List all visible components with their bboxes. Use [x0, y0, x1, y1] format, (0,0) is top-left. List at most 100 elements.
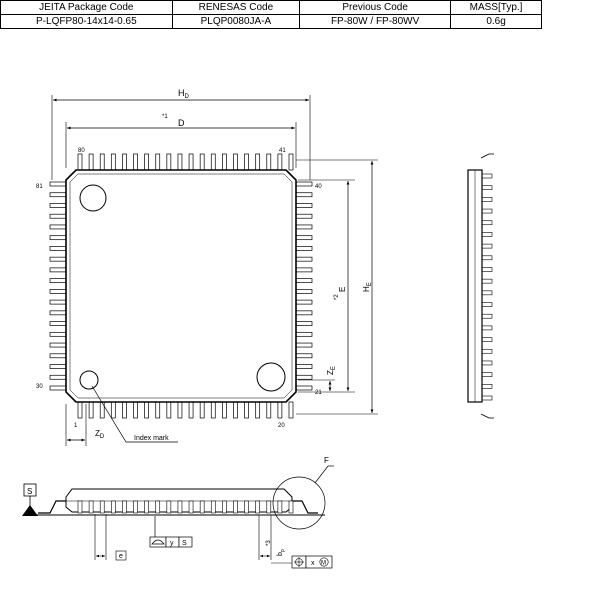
lead-left — [49, 246, 67, 251]
lead-top — [133, 153, 138, 171]
lead-right — [295, 203, 313, 208]
front-view-bottom: S F y S e *3 bp — [22, 456, 334, 569]
detail-f-label: F — [324, 456, 329, 465]
side-lead — [481, 360, 493, 366]
lead-bottom — [155, 401, 161, 419]
flatness-s-label: S — [182, 540, 187, 547]
lead-left — [49, 235, 67, 241]
lead-top — [88, 153, 94, 171]
lead-right — [295, 278, 313, 283]
lead-left — [49, 331, 67, 337]
lead-bottom — [177, 401, 183, 419]
lead-bottom — [222, 401, 227, 419]
lead-bottom — [144, 401, 149, 419]
lead-left — [49, 289, 67, 294]
lead-top — [222, 153, 227, 171]
lead-left — [49, 353, 67, 359]
front-lead — [255, 500, 260, 514]
lead-left — [49, 213, 67, 219]
lead-left — [49, 224, 67, 230]
front-view-leads — [77, 500, 294, 514]
lead-top — [233, 153, 238, 171]
front-lead — [277, 500, 283, 514]
lead-top — [166, 153, 172, 171]
lead-left — [49, 278, 67, 283]
side-lead — [481, 255, 493, 261]
flatness-symbol-icon — [151, 539, 165, 545]
lead-bottom — [99, 401, 105, 419]
lead-right — [295, 213, 313, 219]
spec-value-row: P-LQFP80-14x14-0.65 PLQP0080JA-A FP-80W … — [0, 14, 542, 29]
lead-top — [122, 153, 127, 171]
lead-left — [49, 299, 67, 305]
side-lead — [481, 197, 493, 202]
star2-label: *2 — [334, 294, 340, 300]
lead-right — [295, 385, 313, 391]
lead-left — [49, 203, 67, 208]
pin-30-label: 30 — [36, 384, 43, 390]
side-lead — [481, 220, 493, 226]
front-lead — [244, 500, 249, 514]
front-lead-left — [38, 500, 66, 514]
side-lead — [481, 337, 493, 342]
lead-bottom — [88, 401, 94, 419]
lead-left — [49, 342, 67, 348]
value-renesas: PLQP0080JA-A — [171, 14, 301, 29]
package-inner-outline — [69, 173, 293, 399]
pin-80-label: 80 — [78, 148, 85, 154]
pitch-e-box — [115, 550, 127, 561]
lead-right — [295, 235, 313, 241]
mmc-modifier-icon — [319, 557, 329, 567]
lead-top — [144, 153, 149, 171]
lead-bottom — [199, 401, 205, 419]
index-mark-circle — [79, 370, 99, 390]
star1-label: *1 — [162, 114, 168, 120]
lead-bottom — [210, 401, 216, 419]
side-lead — [481, 173, 493, 179]
lead-top — [199, 153, 205, 171]
lead-right — [295, 321, 313, 326]
pins-left-column — [49, 181, 67, 391]
lead-right — [295, 353, 313, 359]
pins-right-column — [295, 181, 313, 391]
position-tolerance-icon — [294, 557, 304, 567]
detail-f-circle — [272, 476, 326, 530]
lead-top — [210, 153, 216, 171]
datum-triangle — [22, 505, 38, 516]
position-callout: x M — [291, 555, 333, 569]
lead-top — [99, 153, 105, 171]
lead-left — [49, 374, 67, 380]
lead-bottom — [277, 401, 283, 419]
star3-label: *3 — [266, 540, 272, 546]
side-lead — [481, 302, 493, 307]
lead-bottom — [233, 401, 238, 419]
front-lead — [199, 500, 205, 514]
lead-left — [49, 321, 67, 326]
lead-right — [295, 181, 313, 187]
hd-label: HD — [178, 88, 190, 100]
front-lead — [210, 500, 216, 514]
ejector-mark-top-left — [79, 184, 107, 212]
bp-label: bp — [277, 549, 286, 556]
lead-right — [295, 289, 313, 294]
value-previous: FP-80W / FP-80WV — [299, 14, 452, 29]
package-body-outline — [65, 169, 297, 403]
front-lead-right — [292, 500, 318, 514]
lead-bottom — [266, 401, 272, 419]
lead-right — [295, 364, 313, 369]
front-lead — [288, 500, 294, 514]
side-lead — [481, 278, 493, 284]
lead-top — [155, 153, 161, 171]
datum-s-label: S — [27, 487, 32, 496]
lead-left — [49, 267, 67, 273]
side-lead — [481, 372, 493, 377]
front-lead — [177, 500, 183, 514]
side-view-right — [467, 153, 494, 419]
lead-bottom — [288, 401, 294, 419]
package-spec-table: JEITA Package Code RENESAS Code Previous… — [0, 0, 542, 29]
side-lead — [481, 395, 493, 401]
lead-left — [49, 181, 67, 187]
lead-right — [295, 267, 313, 273]
value-mass: 0.6g — [450, 14, 542, 29]
front-lead — [155, 500, 161, 514]
